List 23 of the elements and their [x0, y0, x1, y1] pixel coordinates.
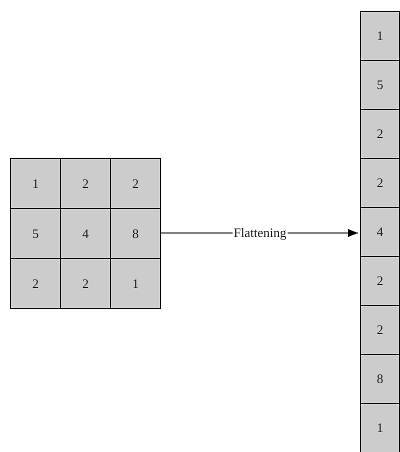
matrix-cell: [360, 403, 400, 452]
cell-value: 2: [376, 126, 384, 142]
cell-value: 1: [376, 28, 384, 44]
matrix-cell: [110, 258, 161, 309]
cell-value: 8: [132, 226, 139, 242]
cell-value: 1: [32, 176, 39, 192]
edge-label: Flattening: [232, 225, 288, 241]
cell-value: 5: [32, 226, 39, 242]
cell-value: 5: [376, 77, 384, 93]
cell-value: 2: [32, 276, 39, 292]
cell-value: 2: [376, 322, 384, 338]
cell-value: 1: [132, 276, 139, 292]
vector-column: [360, 11, 399, 452]
cell-value: 2: [82, 176, 89, 192]
cell-value: 2: [376, 273, 384, 289]
cell-value: 2: [376, 175, 384, 191]
cell-value: 4: [376, 224, 384, 240]
cell-value: 1: [376, 420, 384, 436]
cell-value: 4: [82, 226, 89, 242]
cell-value: 2: [132, 176, 139, 192]
cell-value: 8: [376, 371, 384, 387]
cell-value: 2: [82, 276, 89, 292]
matrix-grid: [10, 158, 160, 308]
